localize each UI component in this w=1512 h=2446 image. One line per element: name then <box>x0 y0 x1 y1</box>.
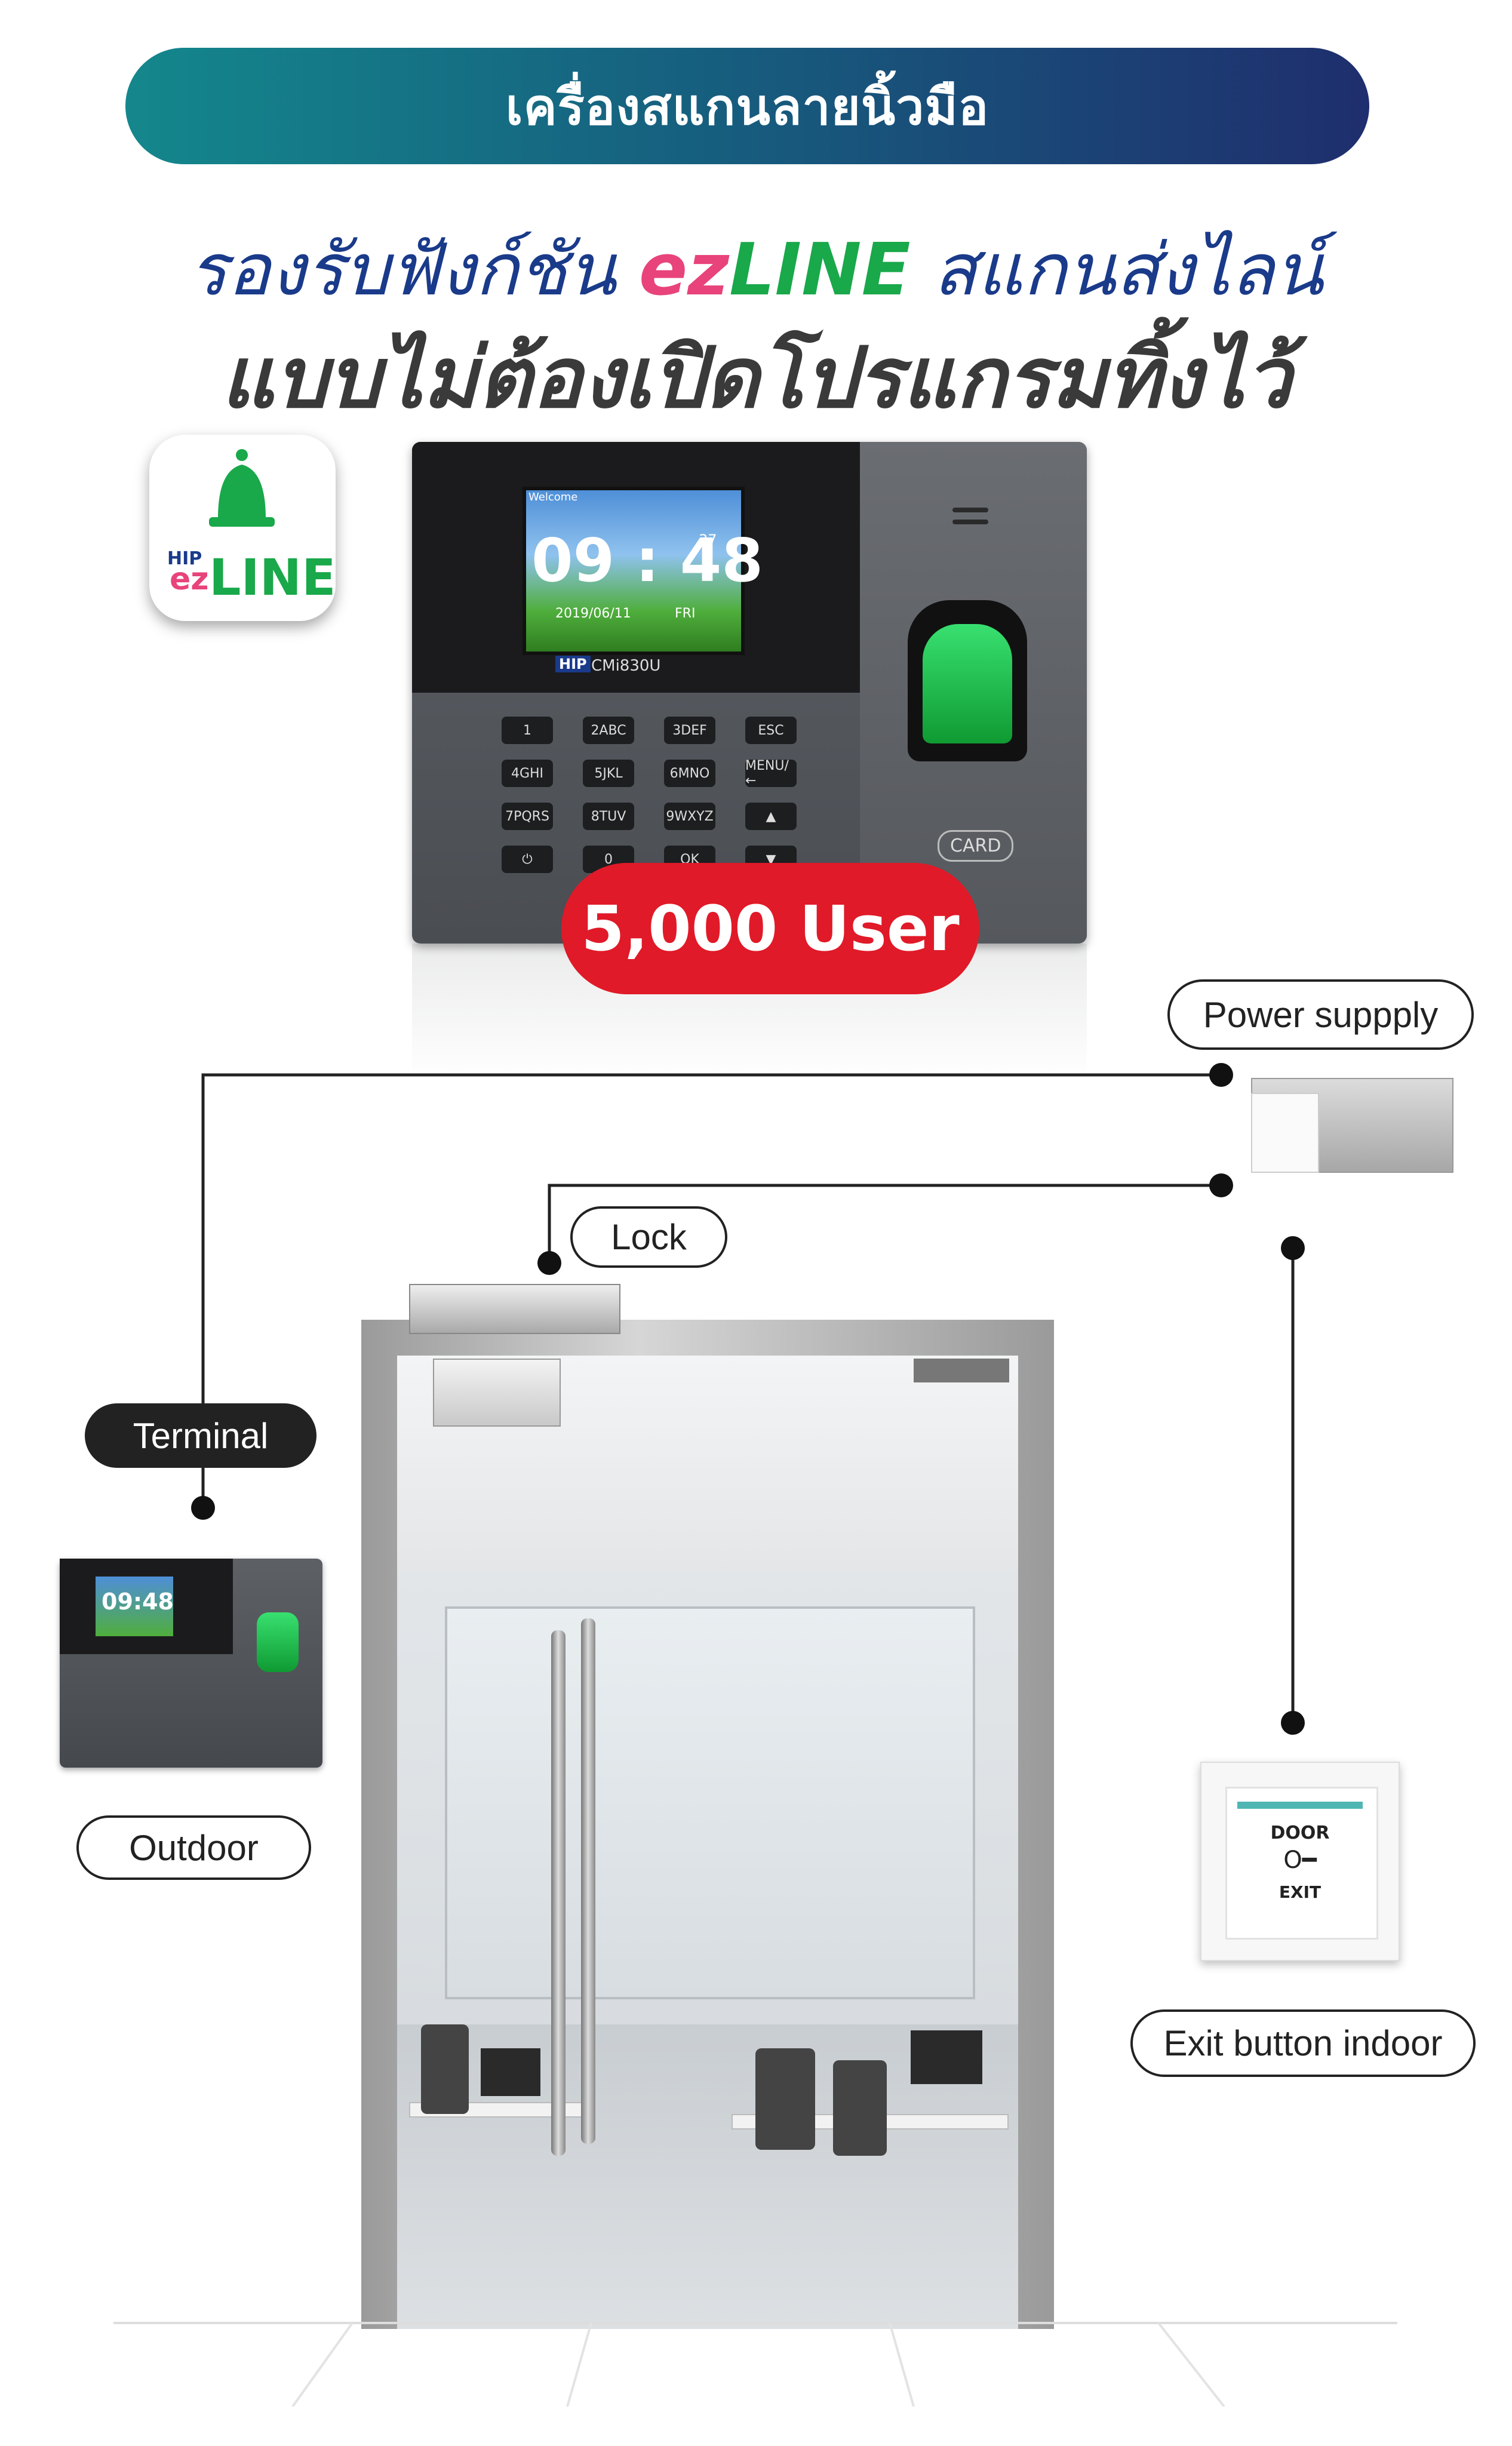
key-esc[interactable]: ESC <box>745 717 797 744</box>
bell-icon <box>209 449 275 527</box>
title-banner: เครื่องสแกนลายนิ้วมือ <box>125 48 1369 164</box>
wire-node <box>1281 1711 1305 1735</box>
office-chair <box>833 2060 887 2156</box>
exit-button-door-text: DOOR <box>1270 1823 1330 1843</box>
headline-line-word: LINE <box>729 229 911 312</box>
office-monitor <box>481 2048 540 2096</box>
wire-node <box>537 1251 561 1275</box>
speaker-slot <box>952 508 988 512</box>
door-handle[interactable] <box>581 1618 595 2144</box>
wire-node <box>1209 1063 1233 1087</box>
magnetic-lock <box>409 1284 620 1334</box>
small-device-time: 09:48 <box>102 1588 174 1615</box>
device-welcome: Welcome <box>528 491 578 503</box>
exit-button-bar <box>1237 1802 1363 1809</box>
device-keypad: 1 2ABC 3DEF ESC 4GHI 5JKL 6MNO MENU/← 7P… <box>502 717 797 873</box>
headline-suffix: สแกนส่งไลน์ <box>910 229 1323 312</box>
small-device-sensor <box>257 1612 299 1672</box>
app-icon-hip: HIP <box>167 548 202 569</box>
card-reader-label: CARD <box>938 830 1014 862</box>
headline-ez-e: e <box>638 229 688 312</box>
key-4[interactable]: 4GHI <box>502 760 553 787</box>
user-capacity-text: 5,000 User <box>581 892 960 965</box>
terminal-wire <box>201 1073 1221 1508</box>
key-8[interactable]: 8TUV <box>583 803 634 830</box>
headline-ez-z: z <box>687 229 730 312</box>
key-up[interactable]: ▲ <box>745 803 797 830</box>
device-day: FRI <box>675 606 696 621</box>
power-supply-front <box>1251 1093 1319 1173</box>
device-brand: HIP <box>555 656 591 672</box>
floor-lines <box>113 2322 1397 2407</box>
key-7[interactable]: 7PQRS <box>502 803 553 830</box>
key-6[interactable]: 6MNO <box>664 760 715 787</box>
terminal-label: Terminal <box>85 1403 316 1468</box>
power-supply-label: Power suppply <box>1167 979 1474 1050</box>
office-window <box>445 1606 975 1999</box>
door-handle[interactable] <box>551 1630 566 2156</box>
device-time: 09 : 48 <box>531 526 763 595</box>
glass-door <box>397 1356 1018 2329</box>
outdoor-terminal-device: 09:48 <box>60 1559 322 1768</box>
headline-line1: รองรับฟังก์ชัน ezLINE สแกนส่งไลน์ <box>0 212 1512 326</box>
key-2[interactable]: 2ABC <box>583 717 634 744</box>
office-chair <box>755 2048 815 2150</box>
key-1[interactable]: 1 <box>502 717 553 744</box>
power-supply-label-text: Power suppply <box>1203 994 1439 1035</box>
exit-button-face <box>1225 1787 1378 1940</box>
exit-button: DOOR O━ EXIT <box>1200 1762 1400 1961</box>
user-capacity-badge: 5,000 User <box>561 863 979 994</box>
wire-node <box>1209 1173 1233 1197</box>
key-5[interactable]: 5JKL <box>583 760 634 787</box>
key-icon: O━ <box>1283 1846 1317 1874</box>
ezline-app-icon: HIP ez LINE <box>149 435 336 621</box>
office-monitor <box>911 2030 982 2084</box>
outdoor-label-text: Outdoor <box>129 1827 259 1868</box>
banner-title: เครื่องสแกนลายนิ้วมือ <box>505 77 989 136</box>
outdoor-label: Outdoor <box>76 1815 311 1880</box>
device-screen <box>523 487 745 655</box>
app-icon-ez: ez <box>170 561 209 597</box>
fingerprint-scanner-device: Welcome 09 : 48 37 2019/06/11 FRI HIP CM… <box>412 442 1087 944</box>
office-chair <box>421 2024 469 2114</box>
headline-line2: แบบไม่ต้องเปิดโปรแกรมทิ้งไว้ <box>220 330 1292 427</box>
wire-node <box>1281 1236 1305 1260</box>
device-seconds: 37 <box>699 531 717 548</box>
key-9[interactable]: 9WXYZ <box>664 803 715 830</box>
small-device-screen <box>96 1577 173 1636</box>
door-closer <box>914 1359 1009 1382</box>
device-model: CMi830U <box>591 657 661 675</box>
lock-wire <box>548 1184 1221 1263</box>
speaker-slot <box>952 520 988 524</box>
key-menu[interactable]: MENU/← <box>745 758 797 788</box>
lock-bracket <box>433 1359 561 1427</box>
app-icon-line: LINE <box>209 548 336 607</box>
device-date: 2019/06/11 <box>555 606 631 621</box>
wire-node <box>191 1496 215 1520</box>
headline-prefix: รองรับฟังก์ชัน <box>189 229 639 312</box>
lock-label-text: Lock <box>611 1217 687 1257</box>
lock-label: Lock <box>570 1206 727 1268</box>
exit-button-exit-text: EXIT <box>1279 1882 1322 1902</box>
key-3[interactable]: 3DEF <box>664 717 715 744</box>
terminal-label-text: Terminal <box>133 1415 269 1456</box>
exit-button-label: Exit button indoor <box>1130 2009 1476 2077</box>
fingerprint-sensor-glow <box>923 624 1012 743</box>
exit-button-label-text: Exit button indoor <box>1163 2023 1443 2063</box>
key-power[interactable]: ⏻ <box>502 846 553 873</box>
